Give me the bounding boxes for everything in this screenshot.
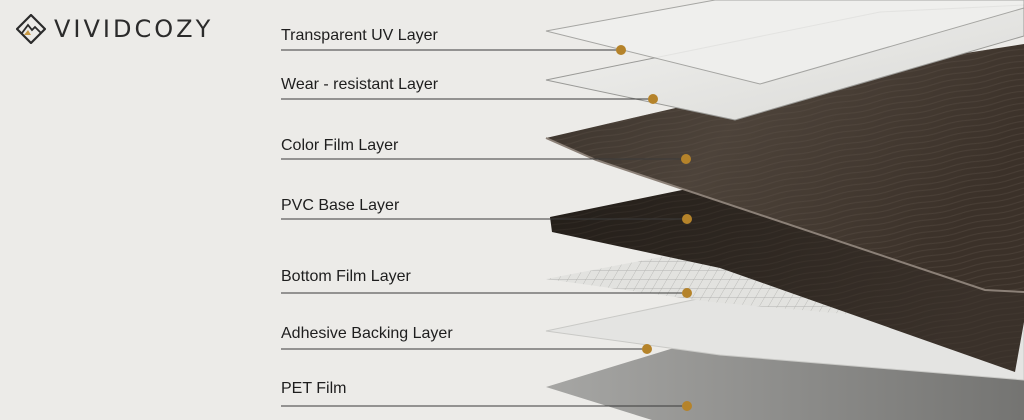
marker-color-film <box>681 154 691 164</box>
label-transparent-uv-layer: Transparent UV Layer <box>281 27 438 44</box>
leader-lines <box>281 49 687 407</box>
marker-pvc-base <box>682 214 692 224</box>
marker-bottom-film <box>682 288 692 298</box>
marker-wear-resistant <box>648 94 658 104</box>
label-pvc-base-layer: PVC Base Layer <box>281 197 400 214</box>
marker-pet-film <box>682 401 692 411</box>
label-wear-resistant-layer: Wear - resistant Layer <box>281 76 439 93</box>
label-bottom-film-layer: Bottom Film Layer <box>281 268 411 285</box>
label-color-film-layer: Color Film Layer <box>281 137 399 154</box>
label-adhesive-backing-layer: Adhesive Backing Layer <box>281 325 453 342</box>
layer-markers <box>616 45 692 411</box>
diamond-mountain-logo-icon <box>16 14 46 44</box>
brand: VIVIDCOZY <box>16 14 213 44</box>
label-pet-film: PET Film <box>281 380 347 397</box>
marker-adhesive-backing <box>642 344 652 354</box>
marker-transparent-uv <box>616 45 626 55</box>
brand-name: VIVIDCOZY <box>54 15 214 43</box>
transparent-uv-sheet <box>545 0 1024 85</box>
